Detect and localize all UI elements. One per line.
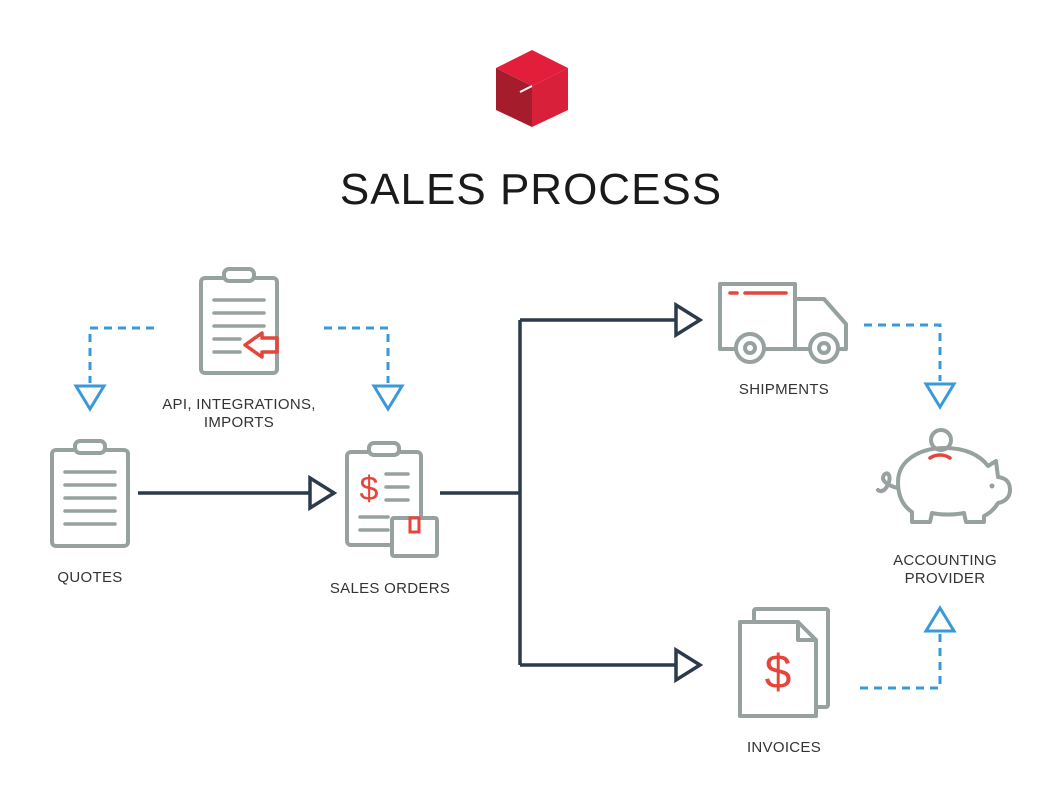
- logo-icon: [496, 50, 568, 127]
- clipboard-import-icon: [199, 267, 279, 375]
- invoices-label: INVOICES: [747, 739, 821, 756]
- flow-connectors: [138, 301, 704, 684]
- clipboard-dollar-icon: $: [345, 441, 439, 558]
- invoice-dollar-icon: $: [738, 607, 830, 718]
- accounting-label-line2: PROVIDER: [905, 570, 986, 587]
- data-connectors: [73, 323, 957, 690]
- api-label-line1: API, INTEGRATIONS,: [162, 396, 315, 413]
- clipboard-icon: [50, 439, 130, 548]
- api-label-line2: IMPORTS: [204, 414, 274, 431]
- page-title: SALES PROCESS: [340, 165, 722, 214]
- shipments-label: SHIPMENTS: [739, 381, 829, 398]
- svg-text:$: $: [765, 646, 792, 699]
- quotes-label: QUOTES: [57, 569, 122, 586]
- accounting-label-line1: ACCOUNTING: [893, 552, 997, 569]
- piggy-bank-icon: [876, 428, 1012, 524]
- svg-text:$: $: [360, 470, 379, 508]
- sales-orders-label: SALES ORDERS: [330, 580, 450, 597]
- truck-icon: [718, 282, 848, 364]
